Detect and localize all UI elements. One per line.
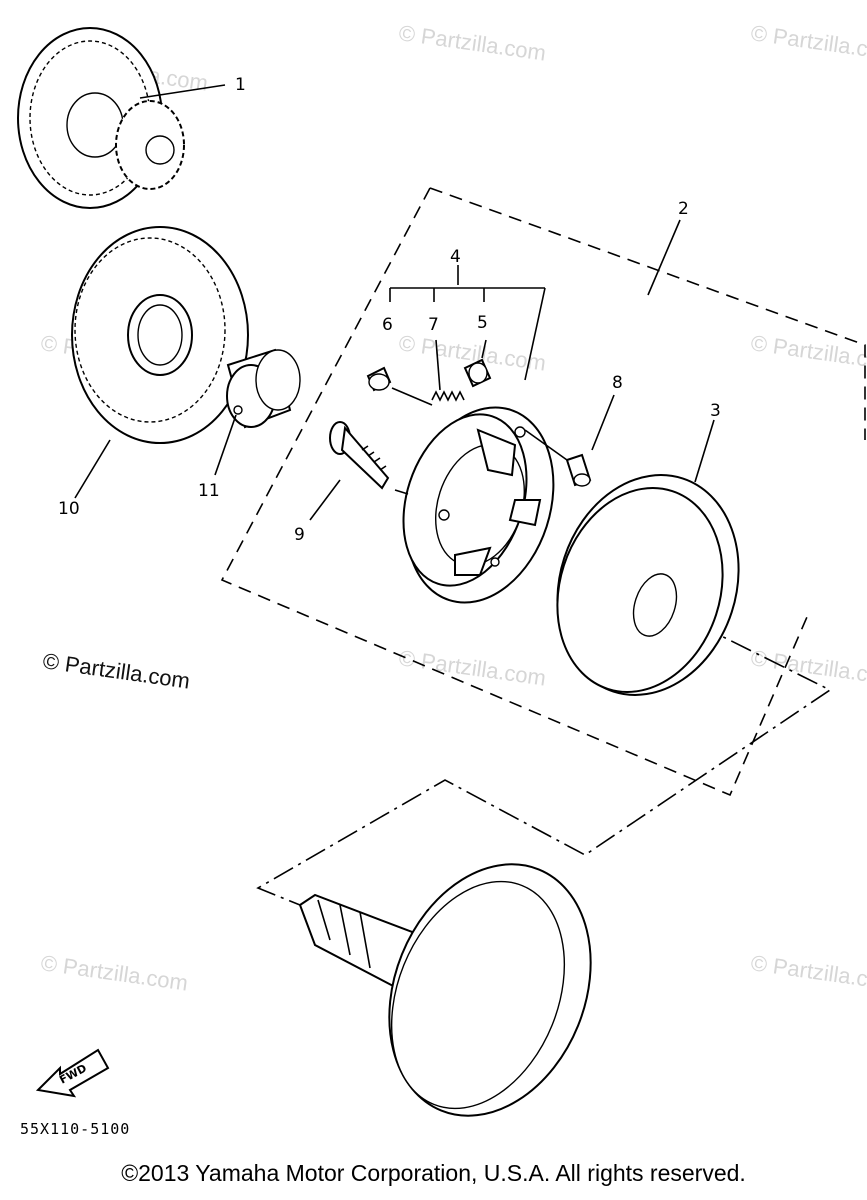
part-9-bolt: [309, 421, 409, 521]
callout-11: 11: [198, 481, 220, 501]
watermark: © Partzilla.com: [397, 20, 547, 65]
crankshaft-disc: [298, 863, 592, 1117]
callout-6: 6: [382, 315, 393, 335]
callout-2: 2: [678, 199, 689, 219]
callout-5: 5: [477, 313, 488, 333]
callout-4: 4: [450, 247, 461, 267]
watermark: © Partzilla.com: [749, 20, 867, 65]
diagram-code: 55X110-5100: [20, 1120, 130, 1138]
part-7-spring: [431, 339, 465, 402]
fwd-arrow-icon: FWD: [35, 1048, 110, 1098]
copyright-notice: ©2013 Yamaha Motor Corporation, U.S.A. A…: [121, 1160, 746, 1186]
callout-7: 7: [428, 315, 439, 335]
leader-2: [647, 219, 681, 296]
part-1-gear: [17, 27, 226, 209]
part-3-outer-race: [556, 419, 740, 696]
watermark: © Partzilla.com: [749, 645, 867, 690]
clutch-body: [402, 406, 555, 604]
callout-9: 9: [294, 525, 305, 545]
part-10-gear: [71, 226, 249, 499]
watermark: © Partzilla.com: [39, 950, 189, 995]
callout-1: 1: [235, 75, 246, 95]
assembly-outline: [220, 187, 811, 797]
callout-8: 8: [612, 373, 623, 393]
assembly-outline: [429, 187, 866, 440]
part-5-plunger: [463, 339, 492, 388]
watermark: © Partzilla.com: [397, 645, 547, 690]
watermark: © Partzilla.com: [749, 950, 867, 995]
alignment-line: [256, 607, 832, 906]
callout-3: 3: [710, 401, 721, 421]
part-4-bracket: [389, 265, 546, 381]
watermark-dark: © Partzilla.com: [41, 648, 191, 693]
callout-10: 10: [58, 499, 80, 519]
watermark: © Partzilla.com: [749, 330, 867, 375]
part-8-pin: [524, 394, 615, 487]
part-11-bushing: [214, 348, 301, 476]
part-6-roller: [366, 366, 433, 406]
